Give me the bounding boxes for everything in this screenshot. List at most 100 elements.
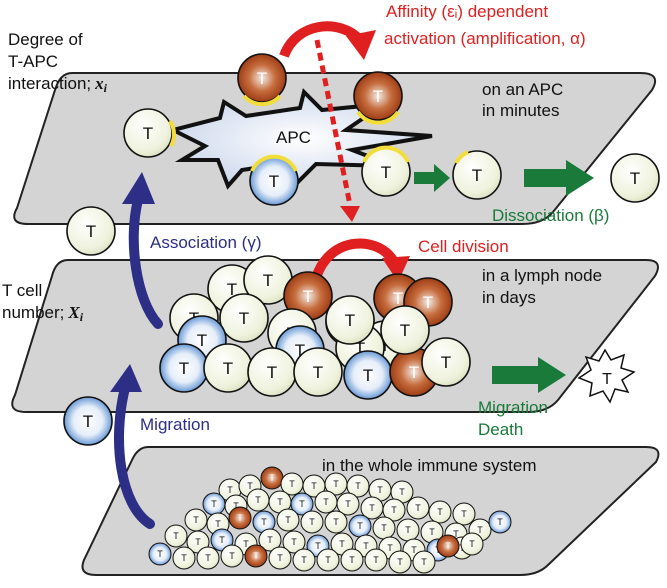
apc-context-line2: in minutes (482, 101, 559, 120)
affinity-label-line2: activation (amplification, α) (384, 29, 586, 48)
contact-arc (362, 145, 410, 163)
degree-var-sub: i (104, 81, 108, 95)
t-cell-label: T (313, 363, 323, 382)
t-cell-label: T (211, 499, 217, 509)
immune-system-t-cell: T (372, 516, 396, 540)
t-cell-label: T (215, 519, 221, 529)
t-cell-label: T (173, 531, 179, 541)
t-cell-detaching: T (452, 150, 502, 200)
lymph-node-t-cell: T (293, 347, 343, 397)
contact-arc (242, 94, 282, 107)
immune-system-t-cell: T (360, 496, 384, 520)
affinity-label-line1: Affinity (εᵢ) dependent (386, 2, 548, 21)
t-cell-label: T (363, 541, 369, 551)
immune-system-t-cell: T (460, 532, 484, 556)
t-cell-activated-left: T (237, 53, 287, 107)
immune-system-t-cell: T (148, 542, 172, 566)
degree-label-line1: Degree of (8, 30, 83, 49)
t-cell-label: T (393, 289, 403, 308)
t-cell-label: T (157, 549, 163, 559)
tcell-label-line1: T cell (2, 281, 42, 300)
immune-system-t-cell: T (382, 498, 406, 522)
migration-death-line2: Death (478, 420, 523, 439)
t-cell-label: T (323, 497, 329, 507)
t-cell-label: T (345, 311, 355, 330)
t-cell-label: T (630, 169, 640, 188)
immune-system-t-cell: T (260, 466, 284, 490)
t-cell-label: T (257, 69, 267, 88)
immune-system-t-cell: T (396, 518, 420, 542)
t-cell-label: T (269, 172, 279, 191)
t-cell-label: T (381, 523, 387, 533)
t-cell-dissociated: T (610, 153, 660, 203)
t-cell-label: T (223, 359, 233, 378)
t-cell-label: T (387, 543, 393, 553)
immune-system-t-cell: T (452, 502, 476, 526)
dead-t-cell (577, 348, 636, 404)
t-cell-label: T (355, 339, 365, 358)
cell-division-arrowhead (382, 256, 410, 282)
t-cell-label: T (301, 555, 307, 565)
t-cell-label: T (437, 507, 443, 517)
immune-system-t-cell: T (282, 530, 306, 554)
t-cell-label: T (405, 525, 411, 535)
association-label: Association (γ) (150, 233, 261, 252)
t-cell-blue-bound: T (249, 154, 299, 206)
t-cell-label: T (363, 366, 373, 385)
contact-arc (356, 110, 400, 125)
dead-t-label: T (602, 371, 612, 388)
apc-context-line1: on an APC (482, 80, 563, 99)
apc-label: APC (276, 128, 311, 147)
immune-system-t-cell: T (290, 492, 314, 516)
t-cell-label: T (303, 287, 313, 306)
immune-system-t-cell: T (300, 510, 324, 534)
t-cell-label: T (237, 513, 243, 523)
green-arrow-dissociation (524, 160, 594, 196)
t-cell-label: T (409, 363, 419, 382)
t-cell-label: T (339, 539, 345, 549)
t-cell-label: T (285, 515, 291, 525)
t-cell-label: T (195, 537, 201, 547)
lymph-node-t-cell: T (203, 343, 253, 393)
t-cell-label: T (391, 505, 397, 515)
t-cell-label: T (277, 497, 283, 507)
t-cell-associating: T (66, 206, 116, 256)
lymph-node-t-cell: T (325, 295, 375, 345)
t-cell-label: T (477, 525, 483, 535)
t-cell-label: T (355, 481, 361, 491)
migration-death-line1: Migration (478, 398, 548, 417)
t-cell-label: T (357, 521, 363, 531)
t-cell-label: T (255, 495, 261, 505)
tcell-var: X (67, 303, 80, 322)
t-cell-label: T (299, 499, 305, 509)
immune-system-t-cell: T (346, 474, 370, 498)
immune-system-t-cell: T (436, 534, 460, 558)
t-cell-label: T (423, 293, 433, 312)
t-cell-bound: T (361, 145, 411, 197)
lymph-node-t-cell: T (219, 293, 269, 343)
t-cell-label: T (181, 553, 187, 563)
tcell-label-line2: number;Xi (2, 303, 84, 324)
t-cell-label: T (219, 535, 225, 545)
green-arrow-death (492, 357, 566, 393)
activation-dotted-arrowhead (340, 206, 360, 222)
t-cell-label: T (399, 487, 405, 497)
immune-system-t-cell: T (314, 490, 338, 514)
immune-system-t-cell: T (228, 506, 252, 530)
association-arrowhead (122, 172, 155, 204)
immune-system-t-cell: T (258, 528, 282, 552)
t-cell-label: T (472, 166, 482, 185)
t-cell-label: T (205, 553, 211, 563)
immune-system-t-cell: T (388, 550, 412, 574)
association-arrow (128, 195, 163, 329)
t-cell-label: T (227, 485, 233, 495)
t-cell-label: T (193, 515, 199, 525)
immune-system-t-cell: T (488, 510, 512, 534)
t-cell-label: T (429, 527, 435, 537)
t-cell-label: T (83, 412, 93, 431)
immune-system-t-cell: T (340, 548, 364, 572)
t-cell-label: T (267, 363, 277, 382)
t-cell-label: T (291, 537, 297, 547)
tcell-var-sub: i (80, 310, 84, 324)
